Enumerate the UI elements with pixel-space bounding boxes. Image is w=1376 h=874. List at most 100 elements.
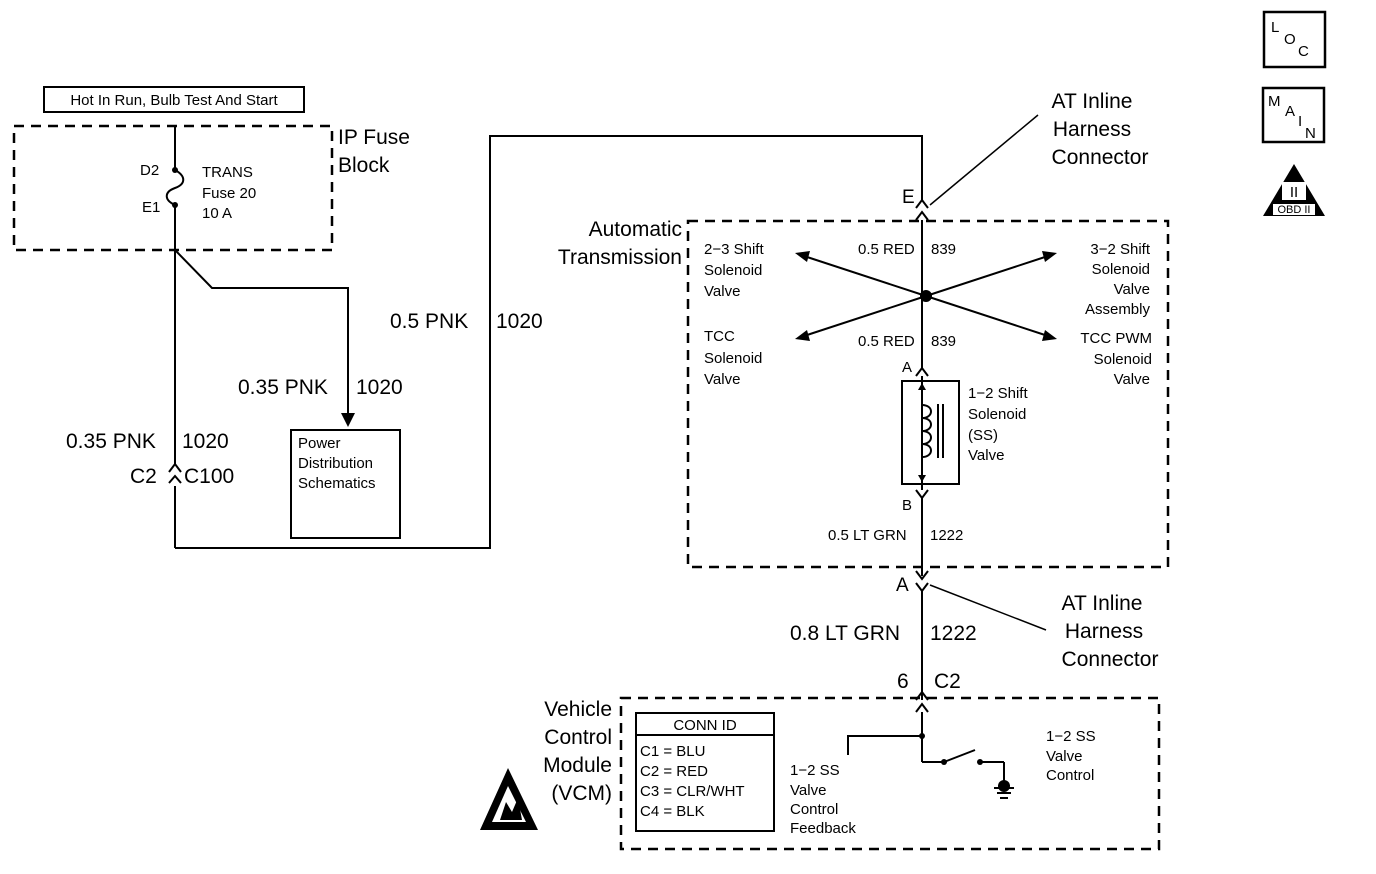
vcm-feedback-label-3: Control — [790, 801, 838, 818]
automatic-transmission-label-2: Transmission — [558, 246, 682, 269]
wire-circuit-035pnk-branch: 1020 — [356, 376, 403, 399]
wire-circuit-035pnk-left: 1020 — [182, 430, 229, 453]
solenoid-12-shift: A B 1−2 Shift Solenoid (SS) Valve — [901, 359, 1028, 514]
vcm-connector-pin: 6 — [897, 670, 909, 693]
solenoid-23-shift: 2−3 Shift Solenoid Valve — [704, 241, 764, 300]
wire-circuit-ltgrn-inner: 1222 — [930, 527, 963, 544]
header-box-label: Hot In Run, Bulb Test And Start — [70, 92, 278, 109]
solenoid-coil-icon — [921, 404, 932, 458]
conn-id-title: CONN ID — [673, 717, 737, 734]
harness-bottom-label-3: Connector — [1062, 648, 1159, 671]
solenoid-32-label-3: Valve — [1114, 281, 1150, 298]
wire-circuit-red-top: 839 — [931, 241, 956, 258]
harness-top-label-1: AT Inline — [1052, 90, 1133, 113]
fuse-icon — [165, 169, 185, 206]
vcm-box: Vehicle Control Module (VCM) — [543, 696, 1161, 851]
conn-id-row: C3 = CLR/WHT — [640, 783, 745, 800]
circuit-power-header: Hot In Run, Bulb Test And Start — [43, 86, 305, 113]
wire-circuit-ltgrn-outer: 1222 — [930, 622, 977, 645]
svg-text:O: O — [1284, 31, 1296, 48]
fuse-pin-d2: D2 — [140, 162, 159, 179]
solenoid-12-pin-a-icon — [915, 366, 929, 377]
solenoid-tcc-label-2: Solenoid — [704, 350, 762, 367]
vcm-control-label-3: Control — [1046, 767, 1094, 784]
vcm-feedback-label: 1−2 SS Valve Control Feedback — [790, 762, 856, 837]
wire-circuit-red-bottom: 839 — [931, 333, 956, 350]
solenoid-tcc-pwm-label-3: Valve — [1114, 371, 1150, 388]
conn-id-row: C1 = BLU — [640, 743, 705, 760]
power-distribution-label-1: Power — [298, 435, 341, 452]
svg-text:OBD II: OBD II — [1277, 204, 1310, 216]
obd-ii-icon[interactable]: II OBD II — [1263, 164, 1325, 216]
harness-bottom-label-2: Harness — [1065, 620, 1143, 643]
vcm-label-1: Vehicle — [544, 698, 612, 721]
solenoid-tcc-pwm-label-1: TCC PWM — [1080, 330, 1152, 347]
arrow-to-32-shift — [1042, 251, 1057, 262]
arrow-to-tcc-pwm — [1042, 330, 1057, 341]
wire-label-ltgrn-inner: 0.5 LT GRN — [828, 527, 907, 544]
pnk-wires — [174, 135, 923, 549]
solenoid-12-label-2: Solenoid — [968, 406, 1026, 423]
automatic-transmission-label-1: Automatic — [589, 218, 682, 241]
automatic-transmission-box: Automatic Transmission — [558, 218, 1170, 569]
conn-id-row: C4 = BLK — [640, 803, 705, 820]
harness-connector-bottom: A AT Inline Harness Connector — [896, 570, 1159, 671]
ip-fuse-block-label-1: IP Fuse — [338, 126, 410, 149]
vcm-label-4: (VCM) — [551, 782, 612, 805]
wire-label-035pnk-branch: 0.35 PNK — [238, 376, 328, 399]
solenoid-12-label-1: 1−2 Shift — [968, 385, 1028, 402]
svg-text:II: II — [1290, 184, 1298, 201]
arrow-to-tcc — [795, 330, 810, 341]
fuse-label-1: TRANS — [202, 164, 253, 181]
vcm-control-label-1: 1−2 SS — [1046, 728, 1096, 745]
harness-top-label-2: Harness — [1053, 118, 1131, 141]
solenoid-32-label-4: Assembly — [1085, 301, 1151, 318]
loc-icon[interactable]: L O C — [1262, 10, 1327, 69]
power-distribution-box[interactable]: Power Distribution Schematics — [290, 429, 401, 539]
connector-c100-icon — [168, 462, 182, 484]
wire-label-red-top: 0.5 RED — [858, 241, 915, 258]
solenoid-12-label-4: Valve — [968, 447, 1004, 464]
vcm-label-3: Module — [543, 754, 612, 777]
fuse-label-3: 10 A — [202, 205, 232, 222]
fuse-label-2: Fuse 20 — [202, 185, 256, 202]
vcm-control-label-2: Valve — [1046, 748, 1082, 765]
vcm-feedback-label-1: 1−2 SS — [790, 762, 840, 779]
solenoid-splice — [795, 251, 1057, 341]
solenoid-12-pin-a: A — [902, 359, 912, 376]
vcm-control-label: 1−2 SS Valve Control — [1046, 728, 1096, 784]
svg-text:L: L — [1271, 19, 1279, 36]
harness-bottom-pin: A — [896, 575, 909, 596]
solenoid-23-label-3: Valve — [704, 283, 740, 300]
svg-text:I: I — [1298, 113, 1302, 130]
solenoid-12-pin-b: B — [902, 497, 912, 514]
solenoid-tcc-pwm-label-2: Solenoid — [1094, 351, 1152, 368]
solenoid-23-label-1: 2−3 Shift — [704, 241, 764, 258]
harness-top-connector-icon — [915, 198, 929, 209]
wire-label-ltgrn-outer: 0.8 LT GRN — [790, 622, 900, 645]
power-distribution-label-3: Schematics — [298, 475, 376, 492]
wire-label-red-bottom: 0.5 RED — [858, 333, 915, 350]
fuse-pin-e1: E1 — [142, 199, 160, 216]
svg-text:N: N — [1305, 125, 1316, 142]
vcm-feedback-label-2: Valve — [790, 782, 826, 799]
svg-text:C: C — [1298, 43, 1309, 60]
solenoid-tcc: TCC Solenoid Valve — [704, 328, 762, 388]
solenoid-32-label-1: 3−2 Shift — [1090, 241, 1150, 258]
conn-id-table: CONN ID C1 = BLU C2 = RED C3 = CLR/WHT C… — [635, 712, 775, 832]
harness-bottom-connector-icon — [915, 570, 929, 581]
wire-label-05pnk: 0.5 PNK — [390, 310, 468, 333]
harness-bottom-label-1: AT Inline — [1062, 592, 1143, 615]
connector-c2-label: C2 — [130, 465, 157, 488]
harness-connector-top: E AT Inline Harness Connector — [902, 90, 1148, 221]
solenoid-32-label-2: Solenoid — [1092, 261, 1150, 278]
arrow-to-23-shift — [795, 251, 810, 262]
esd-warning-icon — [480, 768, 538, 830]
solenoid-23-label-2: Solenoid — [704, 262, 762, 279]
harness-top-pin: E — [902, 187, 915, 208]
conn-id-row: C2 = RED — [640, 763, 708, 780]
arrow-to-power-distribution — [341, 413, 355, 427]
solenoid-12-label-3: (SS) — [968, 427, 998, 444]
main-icon[interactable]: M A I N — [1261, 86, 1326, 144]
